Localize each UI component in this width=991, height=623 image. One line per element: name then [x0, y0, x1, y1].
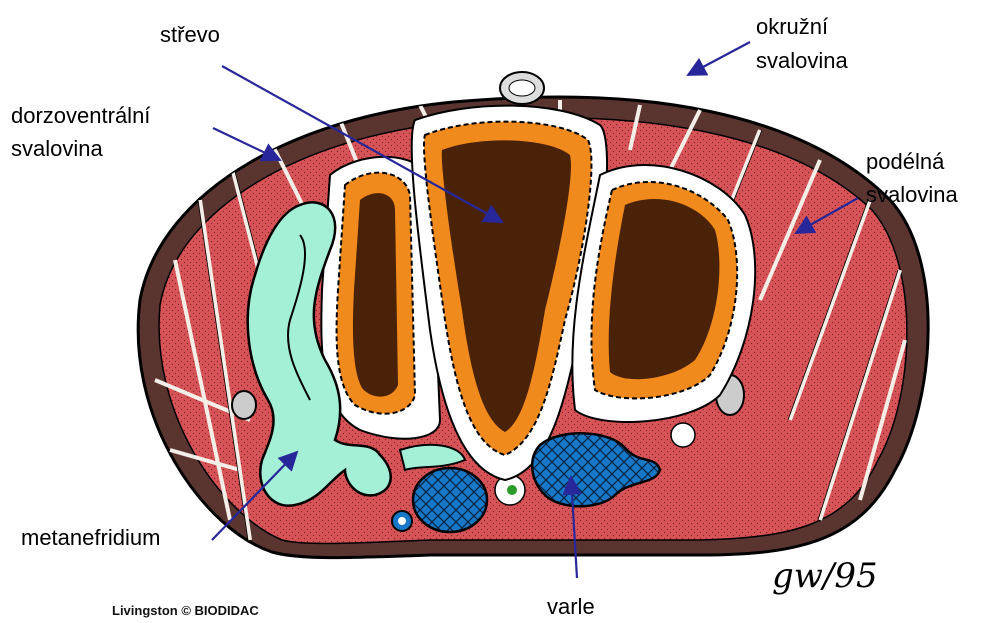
- testis: [413, 468, 487, 532]
- signature: gw/95: [772, 556, 878, 596]
- credit-text: Livingston © BIODIDAC: [112, 603, 259, 618]
- gut-lumen: [353, 193, 398, 397]
- label-okruzni-line2: svalovina: [756, 46, 848, 75]
- arrow-okruzni: [688, 42, 750, 75]
- label-strevo: střevo: [160, 20, 220, 49]
- label-metanefridium: metanefridium: [21, 523, 160, 552]
- label-okruzni-line1: okružní: [756, 12, 828, 41]
- label-varle: varle: [547, 592, 595, 621]
- label-podelna-line2: svalovina: [866, 180, 958, 209]
- label-dorzoventralni-line2: svalovina: [11, 134, 103, 163]
- arrow-dorzoventralni: [213, 128, 280, 160]
- label-dorzoventralni-line1: dorzoventrální: [11, 101, 150, 130]
- label-podelna-line1: podélná: [866, 147, 944, 176]
